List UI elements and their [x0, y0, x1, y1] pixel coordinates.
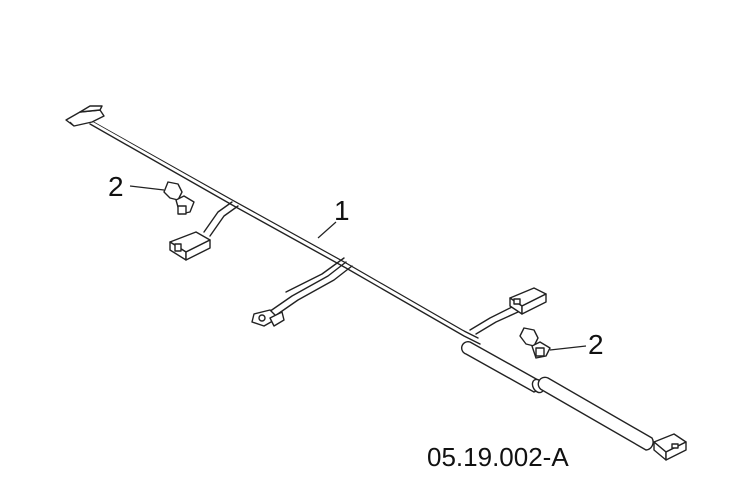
- clip-left: [163, 181, 195, 215]
- end-connector-top-left: [65, 105, 105, 127]
- leader-line-harness: [317, 221, 337, 239]
- clip-right: [519, 327, 551, 359]
- branch-left: [203, 201, 239, 237]
- callout-harness: 1: [334, 195, 350, 226]
- ring-terminal: [251, 309, 285, 327]
- callout-clip-right: 2: [588, 329, 604, 360]
- branch-right: [469, 305, 519, 335]
- harness-trunk: [85, 117, 481, 345]
- figure-id: 05.19.002-A: [427, 442, 569, 472]
- callout-clip-left: 2: [108, 171, 124, 202]
- branch-middle: [265, 257, 353, 319]
- connector-right: [509, 287, 547, 315]
- leader-line-clip-right: [549, 345, 587, 351]
- protective-sleeve-2: [537, 376, 654, 451]
- leader-line-clip-left: [129, 185, 165, 191]
- connector-left: [169, 231, 211, 261]
- end-connector-bottom-right: [653, 433, 687, 461]
